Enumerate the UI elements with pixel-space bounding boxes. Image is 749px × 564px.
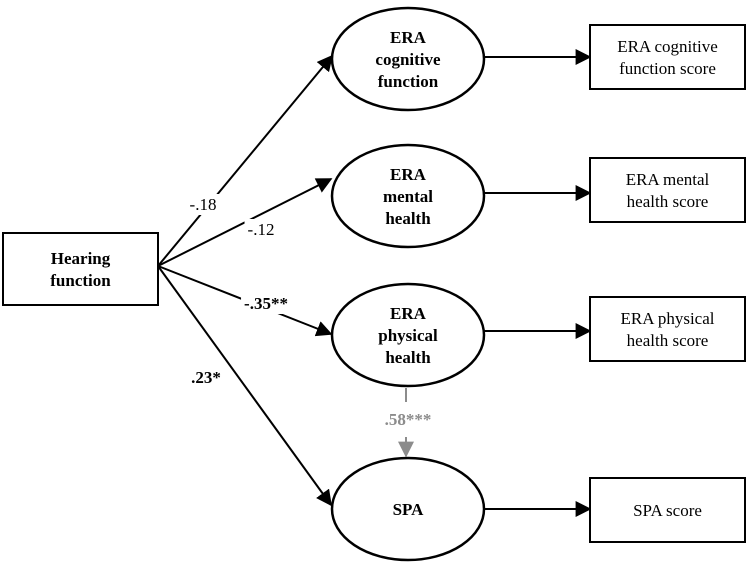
coefficient-h_phys: -.35** [244,294,288,313]
observed-node-phys_score [589,296,746,362]
coefficient-h_spa: .23* [191,368,221,387]
latent-node-spa [330,456,486,562]
observed-node-spa_score [589,477,746,543]
observed-node-cog_score [589,24,746,90]
latent-node-label-spa: SPA [393,500,425,519]
observed-node-ment_score [589,157,746,223]
observed-node-hearing [2,232,159,306]
edges-layer [157,49,592,517]
path-arrow-h_cog [157,54,334,267]
path-arrow-h_spa [157,265,332,507]
observed-node-label-spa_score: SPA score [633,501,702,520]
coefficient-h_cog: -.18 [190,195,217,214]
coefficient-h_ment: -.12 [248,220,275,239]
coefficient-labels-layer: -.18 -.12 -.35** .23* .58*** [186,194,435,430]
coefficient-bg-h_cog [186,194,220,215]
coefficient-bg-h_phys [241,293,291,314]
coefficient-bg-h_spa [188,367,224,388]
latent-node-ment [330,143,486,249]
latent-node-cog [330,6,486,112]
coefficient-bg-h_ment [244,219,278,240]
coefficient-phys_spa: .58*** [385,410,432,429]
coefficient-bg-phys_spa [381,409,435,430]
path-arrow-h_ment [157,178,333,267]
latent-node-phys [330,282,486,388]
